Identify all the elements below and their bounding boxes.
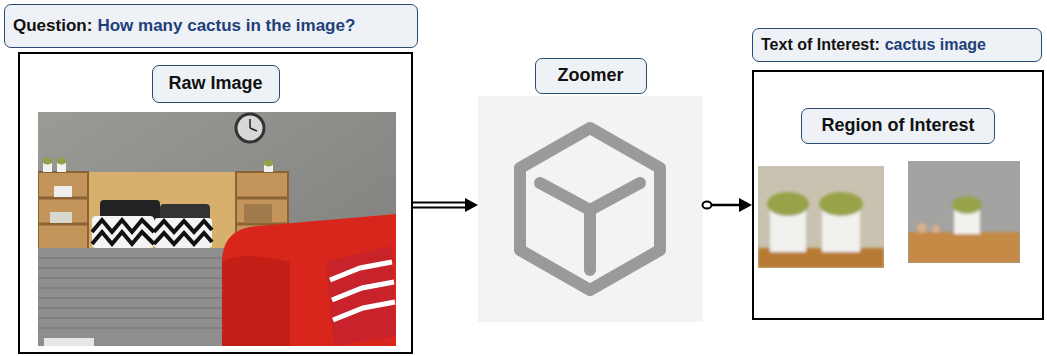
arrow-head bbox=[739, 198, 752, 212]
arrow-shaft-inner bbox=[413, 204, 465, 207]
text-of-interest-box: Text of Interest: cactus image bbox=[752, 28, 1042, 62]
question-box: Question:How many cactus in the image? bbox=[4, 4, 418, 48]
arrow-tail bbox=[703, 202, 712, 209]
box-heading: Text of Interest: bbox=[761, 36, 880, 54]
box-heading: Question: bbox=[13, 16, 92, 36]
region-of-interest-panel: Region of Interest bbox=[752, 70, 1044, 320]
box-body: cactus image bbox=[885, 36, 986, 54]
arrow-shaft bbox=[413, 202, 467, 209]
flow-arrow bbox=[703, 198, 753, 212]
panel-label: Region of Interest bbox=[801, 108, 995, 144]
zoomer-cube-icon bbox=[478, 96, 703, 322]
panel-label: Zoomer bbox=[535, 58, 647, 94]
flow-arrow bbox=[413, 198, 478, 212]
cactus-crop bbox=[908, 161, 1020, 263]
cactus-crop bbox=[758, 166, 884, 268]
arrow-shaft bbox=[709, 204, 739, 207]
box-body: How many cactus in the image? bbox=[97, 16, 355, 36]
arrow-head bbox=[465, 198, 478, 212]
bedroom-photo bbox=[38, 112, 396, 346]
raw-image-panel: Raw Image bbox=[18, 52, 413, 354]
panel-label: Raw Image bbox=[152, 65, 280, 103]
zoomer-block: Zoomer bbox=[478, 55, 703, 322]
